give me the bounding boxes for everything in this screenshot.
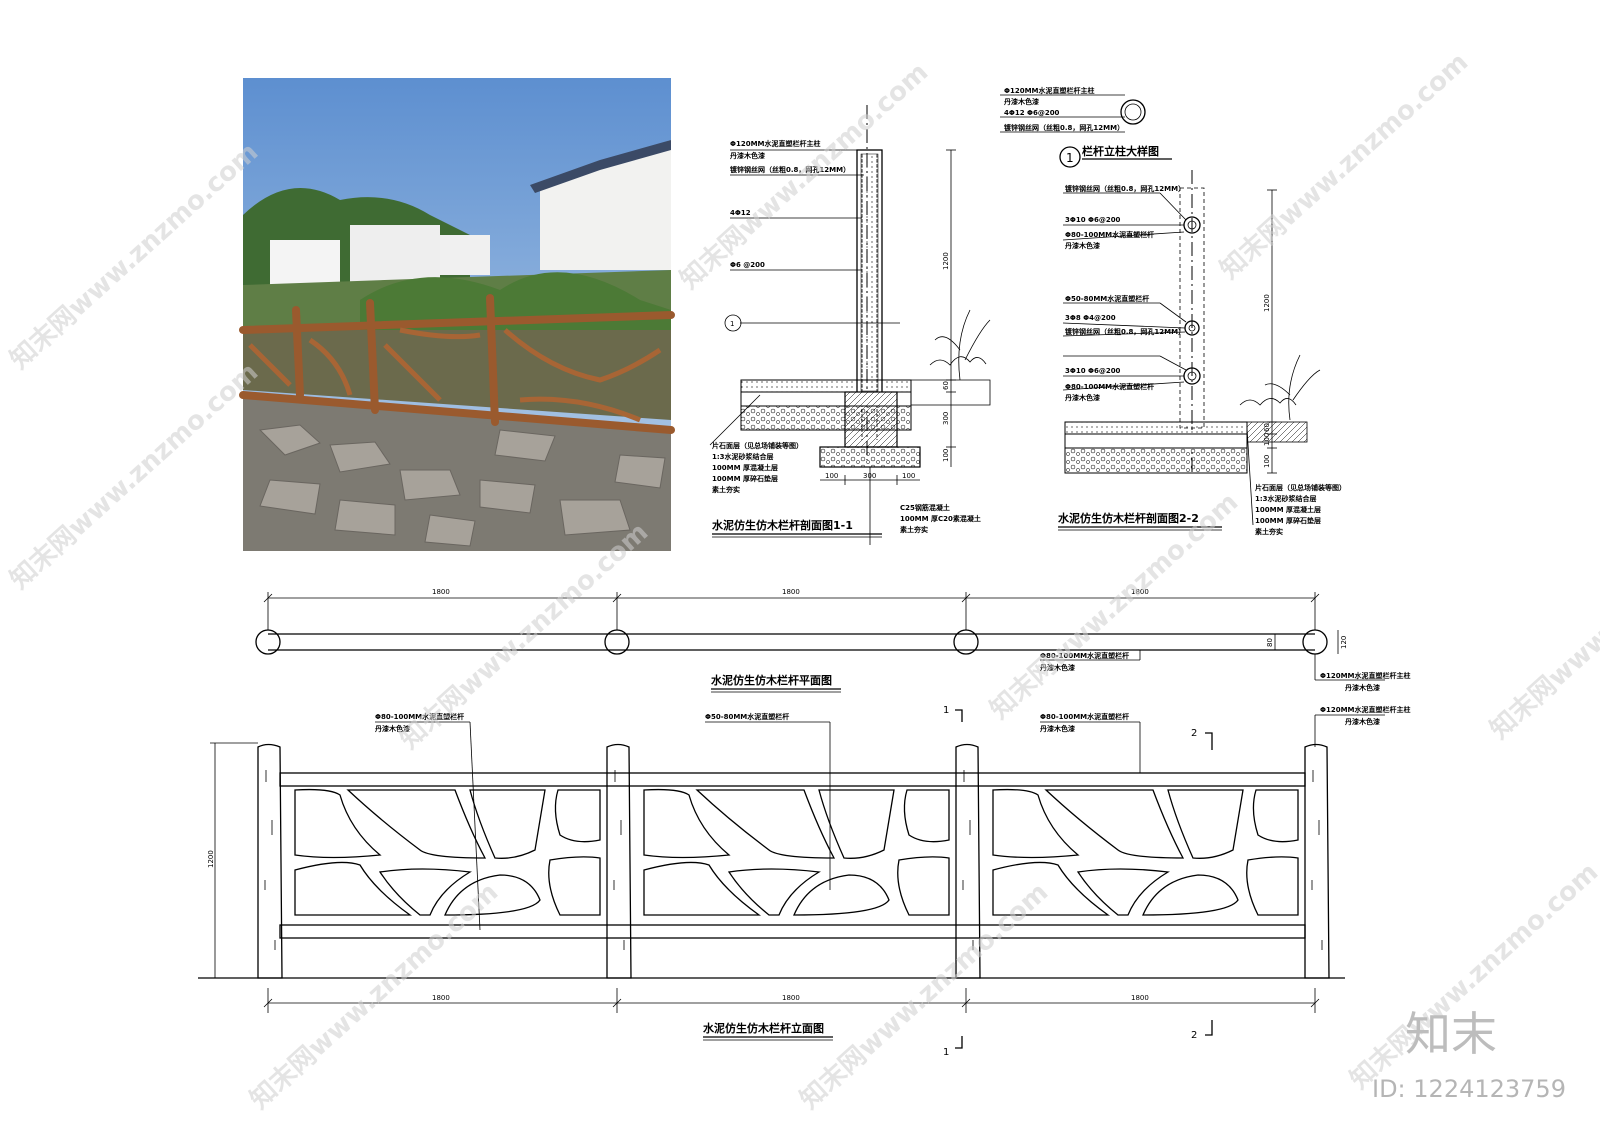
svg-text:100MM 厚碎石垫层: 100MM 厚碎石垫层	[1255, 516, 1321, 525]
svg-text:丹漆木色漆: 丹漆木色漆	[1064, 241, 1100, 250]
svg-text:1800: 1800	[432, 588, 450, 596]
svg-text:Φ120MM水泥直塑栏杆主柱: Φ120MM水泥直塑栏杆主柱	[1320, 671, 1411, 680]
svg-text:100MM 厚碎石垫层: 100MM 厚碎石垫层	[712, 474, 778, 483]
s1-foundation-labels: C25钢筋混凝土 100MM 厚C20素混凝土 素土夯实	[869, 467, 981, 545]
svg-text:Φ80-100MM水泥直塑栏杆: Φ80-100MM水泥直塑栏杆	[1065, 230, 1154, 239]
svg-text:Φ50-80MM水泥直塑栏杆: Φ50-80MM水泥直塑栏杆	[705, 712, 789, 721]
svg-text:1200: 1200	[207, 850, 215, 868]
svg-text:Φ50-80MM水泥直塑栏杆: Φ50-80MM水泥直塑栏杆	[1065, 294, 1149, 303]
dim-bottom-100a: 100	[825, 472, 838, 480]
svg-text:100: 100	[1263, 433, 1271, 446]
elevation-posts	[257, 743, 1330, 979]
s1-label-4: Φ6 @200	[730, 261, 765, 269]
svg-text:素土夯实: 素土夯实	[900, 525, 928, 534]
svg-text:100MM 厚混凝土层: 100MM 厚混凝土层	[712, 463, 778, 472]
svg-text:丹漆木色漆: 丹漆木色漆	[1003, 97, 1039, 106]
svg-text:100: 100	[1263, 455, 1271, 468]
s2-layer-labels: 片石面层（见总场铺装等图） 1:3水泥砂浆结合层 100MM 厚混凝土层 100…	[1246, 427, 1346, 536]
znzmo-logo: 知末	[1405, 1007, 1497, 1061]
dim-1200: 1200	[942, 252, 950, 270]
svg-text:2: 2	[1191, 1030, 1197, 1041]
svg-text:镀锌钢丝网（丝粗0.8，网孔12MM）: 镀锌钢丝网（丝粗0.8，网孔12MM）	[1065, 327, 1185, 336]
detail-number-circle	[1059, 146, 1081, 168]
s1-label-2: 镀锌钢丝网（丝粗0.8，网孔12MM）	[730, 165, 850, 174]
svg-text:素土夯实: 素土夯实	[712, 485, 740, 494]
elevation-view: 1200	[198, 705, 1411, 1058]
svg-text:1:3水泥砂浆结合层: 1:3水泥砂浆结合层	[712, 452, 774, 461]
s1-layer-labels: 片石面层（见总场铺装等图） 1:3水泥砂浆结合层 100MM 厚混凝土层 100…	[712, 441, 803, 494]
svg-text:丹漆木色漆: 丹漆木色漆	[1064, 393, 1100, 402]
svg-text:1800: 1800	[782, 588, 800, 596]
svg-text:片石面层（见总场铺装等图）: 片石面层（见总场铺装等图）	[712, 441, 803, 450]
dim-100: 100	[942, 449, 950, 462]
svg-text:4Φ12 Φ6@200: 4Φ12 Φ6@200	[1004, 109, 1060, 117]
svg-text:Φ120MM水泥直塑栏杆主柱: Φ120MM水泥直塑栏杆主柱	[1320, 705, 1411, 714]
svg-text:1: 1	[943, 1047, 949, 1058]
plan-view: 1800 1800 1800 80 120 Φ80-100MM水泥直塑栏杆 丹漆…	[255, 588, 1411, 693]
section-2-2-title: 水泥仿生仿木栏杆剖面图2-2	[1058, 511, 1199, 525]
dim-60: 60	[942, 381, 950, 390]
svg-text:1800: 1800	[432, 994, 450, 1002]
svg-text:Φ80-100MM水泥直塑栏杆: Φ80-100MM水泥直塑栏杆	[375, 712, 464, 721]
svg-text:60: 60	[1263, 423, 1271, 432]
svg-text:1: 1	[943, 705, 949, 716]
image-id: ID: 1224123759	[1372, 1075, 1566, 1103]
s1-label-1: 丹漆木色漆	[729, 151, 765, 160]
svg-text:素土夯实: 素土夯实	[1255, 527, 1283, 536]
svg-text:丹漆木色漆: 丹漆木色漆	[1344, 683, 1380, 692]
svg-text:120: 120	[1340, 636, 1348, 649]
dim-bottom-100b: 100	[902, 472, 915, 480]
svg-text:丹漆木色漆: 丹漆木色漆	[1039, 663, 1075, 672]
section-1-1-title: 水泥仿生仿木栏杆剖面图1-1	[712, 518, 853, 532]
svg-text:1200: 1200	[1263, 294, 1271, 312]
plan-title: 水泥仿生仿木栏杆平面图	[711, 673, 832, 687]
svg-text:1800: 1800	[1131, 588, 1149, 596]
svg-text:镀锌钢丝网（丝粗0.8，网孔12MM）: 镀锌钢丝网（丝粗0.8，网孔12MM）	[1065, 184, 1185, 193]
svg-text:知末网www.znzmo.com: 知末网www.znzmo.com	[5, 357, 265, 595]
s1-label-0: Φ120MM水泥直塑栏杆主柱	[730, 139, 821, 148]
svg-text:1800: 1800	[1131, 994, 1149, 1002]
svg-text:丹漆木色漆: 丹漆木色漆	[1344, 717, 1380, 726]
svg-text:Φ120MM水泥直塑栏杆主柱: Φ120MM水泥直塑栏杆主柱	[1004, 86, 1095, 95]
svg-text:3Φ8 Φ4@200: 3Φ8 Φ4@200	[1065, 314, 1116, 322]
svg-text:知末网www.znzmo.com: 知末网www.znzmo.com	[795, 877, 1055, 1115]
svg-text:知末网www.znzmo.com: 知末网www.znzmo.com	[5, 137, 265, 375]
svg-text:Φ80-100MM水泥直塑栏杆: Φ80-100MM水泥直塑栏杆	[1040, 712, 1129, 721]
svg-text:3Φ10 Φ6@200: 3Φ10 Φ6@200	[1065, 367, 1121, 375]
section-1-1: 1200 60 300 100 100 300 100 1 Φ120MM水泥直塑…	[709, 105, 991, 545]
svg-text:2: 2	[1191, 728, 1197, 739]
detail-title: 栏杆立柱大样图	[1082, 144, 1159, 158]
svg-text:1800: 1800	[782, 994, 800, 1002]
svg-text:知末网www.znzmo.com: 知末网www.znzmo.com	[675, 57, 935, 295]
svg-text:100MM 厚C20素混凝土: 100MM 厚C20素混凝土	[900, 514, 981, 523]
svg-text:丹漆木色漆: 丹漆木色漆	[374, 724, 410, 733]
svg-text:知末网www.znzmo.com: 知末网www.znzmo.com	[1215, 47, 1475, 285]
svg-text:Φ80-100MM水泥直塑栏杆: Φ80-100MM水泥直塑栏杆	[1065, 382, 1154, 391]
svg-text:知末网www.znzmo.com: 知末网www.znzmo.com	[395, 517, 655, 755]
section-2-2: 1200 60 100 100 镀锌钢丝网（丝粗0.8，网孔12MM） 3Φ10…	[1058, 170, 1346, 536]
elevation-title: 水泥仿生仿木栏杆立面图	[703, 1021, 824, 1035]
svg-text:1: 1	[730, 320, 734, 328]
svg-text:100MM 厚混凝土层: 100MM 厚混凝土层	[1255, 505, 1321, 514]
section-marks: 1 1 2 2	[943, 705, 1213, 1058]
svg-text:知末网www.znzmo.com: 知末网www.znzmo.com	[1485, 507, 1600, 745]
svg-text:片石面层（见总场铺装等图）: 片石面层（见总场铺装等图）	[1255, 483, 1346, 492]
svg-text:3Φ10 Φ6@200: 3Φ10 Φ6@200	[1065, 216, 1121, 224]
svg-text:1:3水泥砂浆结合层: 1:3水泥砂浆结合层	[1255, 494, 1317, 503]
svg-text:Φ80-100MM水泥直塑栏杆: Φ80-100MM水泥直塑栏杆	[1040, 651, 1129, 660]
svg-text:80: 80	[1266, 638, 1274, 647]
railing-photo	[239, 78, 675, 551]
dim-300: 300	[942, 412, 950, 425]
s1-label-3: 4Φ12	[730, 209, 751, 217]
svg-text:丹漆木色漆: 丹漆木色漆	[1039, 724, 1075, 733]
svg-text:C25钢筋混凝土: C25钢筋混凝土	[900, 503, 950, 512]
svg-text:镀锌钢丝网（丝粗0.8，网孔12MM）: 镀锌钢丝网（丝粗0.8，网孔12MM）	[1004, 123, 1124, 132]
svg-text:1: 1	[1066, 151, 1074, 165]
svg-text:知末网www.znzmo.com: 知末网www.znzmo.com	[245, 877, 505, 1115]
branch-infill	[294, 788, 601, 916]
post-detail: Φ120MM水泥直塑栏杆主柱 丹漆木色漆 4Φ12 Φ6@200 镀锌钢丝网（丝…	[1000, 86, 1172, 168]
